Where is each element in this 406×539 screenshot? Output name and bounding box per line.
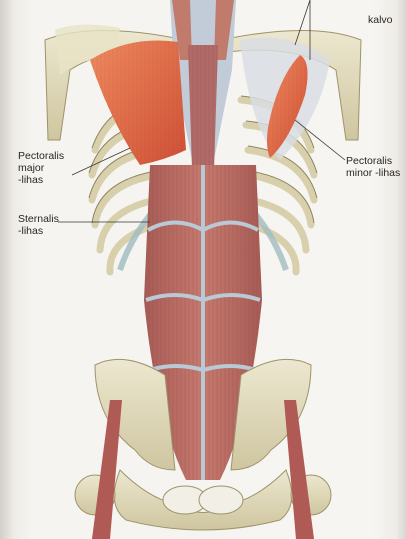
label-sternalis: Sternalis -lihas: [18, 213, 59, 237]
label-pectoralis-minor: Pectoralis minor -lihas: [346, 155, 400, 179]
iliopsoas-right: [284, 400, 314, 539]
page-edge-shadow: [0, 0, 14, 539]
label-kalvo: kalvo: [368, 14, 393, 26]
label-pectoralis-major: Pectoralis major -lihas: [18, 150, 64, 186]
iliopsoas-left: [92, 400, 122, 539]
page-edge-shadow-right: [396, 0, 406, 539]
